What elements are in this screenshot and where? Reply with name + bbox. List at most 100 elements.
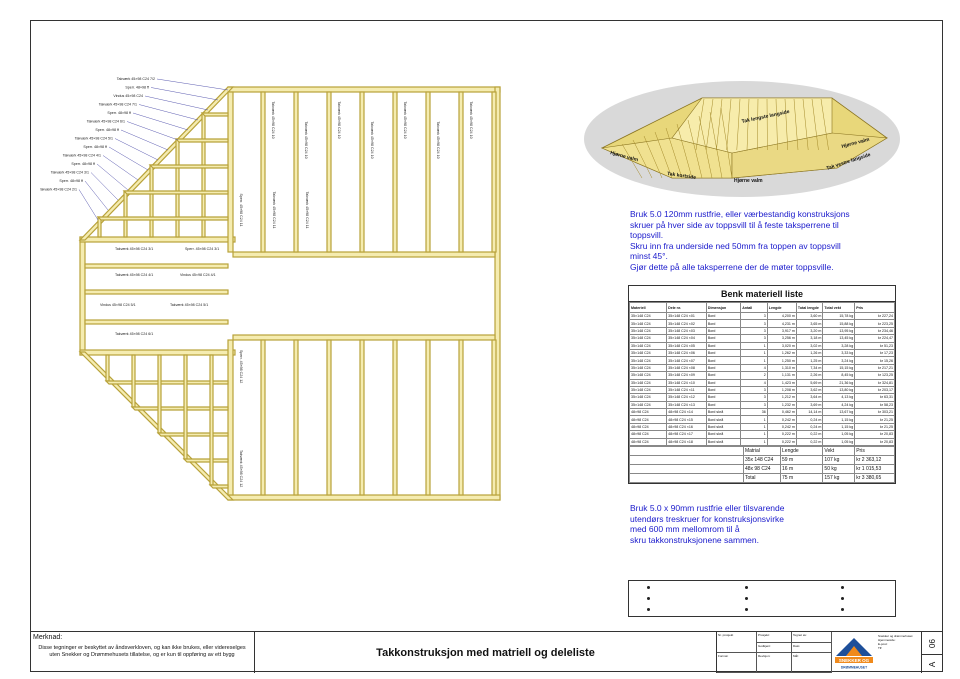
material-cell: 48×98 C24 ×18 [666,437,707,447]
summary-cell: Total [742,473,782,484]
material-cell: 3,69 m [795,400,824,410]
material-cell: 7,34 m [795,363,824,373]
vertical-rafter [491,339,497,496]
material-cell: 13,45 kg [822,334,856,343]
material-cell: 2,26 m [795,371,824,380]
material-cell: kr 63,31 [854,393,895,402]
jack-rafter [148,164,229,169]
material-cell: 1,208 m [766,385,797,395]
render-slat [654,131,673,179]
label-leader-line [108,146,149,171]
jack-rafter [131,354,136,408]
render-slat [775,98,778,151]
material-cell: 21,36 kg [822,378,856,387]
sheet-number: 06 [928,638,937,648]
material-cell: 35×148 C24 ×08 [666,363,707,373]
company-info: Snekker og drømmehuset Hjemmeside: E-pos… [876,632,922,673]
summary-cell: 157 kg [822,473,856,484]
material-cell: 1,262 m [766,348,797,358]
left-bottom-plate [79,349,236,356]
material-header-cell: Pris [854,302,895,313]
render-slat [802,98,809,151]
material-cell: 0,222 m [766,430,797,439]
material-cell: kr 217,21 [854,363,895,373]
material-cell: 48×98 C24 ×17 [666,430,707,439]
summary-header-cell: Matrial [742,446,782,457]
render-slat [756,98,759,151]
screw-dot [841,608,844,611]
material-cell: Bord [705,319,742,328]
material-cell: kr 15,26 [854,356,895,365]
timber-label: Takværk 45×98 C24 10 [304,121,308,158]
timber-label: Takværk 45×98 C24 7/1 [99,103,137,107]
material-cell: Bord [705,311,742,321]
sheet-number-cell: 06 [922,632,943,654]
timber-label: Takværk 45×98 C24 10 [403,101,407,138]
timber-label: Sperr. 48×98 ff [59,179,83,183]
material-cell: 0,222 m [766,437,797,447]
material-cell: 1 [740,430,768,439]
material-cell: 0,462 m [766,408,797,417]
info-cell: Dato: [792,643,832,653]
vertical-rafter [293,339,299,496]
vertical-rafter [425,91,431,253]
render-slat [695,98,705,151]
material-cell: 4 [740,363,768,373]
note-line: Gjør dette på alle taksperrene der de mø… [630,261,834,272]
material-cell: kr 21,25 [854,415,895,424]
material-cell: 1,131 m [766,371,797,380]
material-cell: Bord [705,363,742,373]
jack-rafter [183,354,188,460]
summary-spacer [629,446,744,457]
vertical-rafter [458,339,464,496]
horizontal-rafter [84,289,229,295]
material-cell: 1,423 m [766,378,797,387]
material-list-title: Benk materiell liste [629,286,895,302]
material-cell: Bord skrå [705,437,742,447]
timber-label: Vindus 45×98 C24 5/1 [100,303,136,307]
note-line: skru takkonstruksjonene sammen. [630,534,759,545]
jack-rafter [200,112,229,117]
material-cell: 4,13 kg [822,393,856,402]
label-leader-line [96,163,129,191]
timber-label: Takværk 45×98 C24 10 [436,121,440,158]
screw-dot [745,586,748,589]
material-cell: 35×148 C24 ×03 [666,326,707,336]
material-cell: 3,02 m [795,341,824,350]
top-wall-plate [227,86,501,93]
summary-header-cell: Pris [854,446,895,457]
material-cell: 3,020 m [766,341,797,350]
material-cell: Bord [705,378,742,387]
vertical-rafter [458,91,464,253]
material-cell: 1,05 kg [822,430,856,439]
material-cell: 35×148 C24 [628,393,668,402]
material-cell: 35×148 C24 ×02 [666,319,707,328]
render-roof [600,97,888,179]
material-cell: 3 [740,334,768,343]
render-slat [665,127,683,179]
jack-rafter [208,484,229,489]
material-cell: 35×148 C24 [628,400,668,410]
company-line: Tlf: [878,646,883,650]
material-header-cell: Lengde [766,302,797,313]
screw-dot [841,597,844,600]
material-cell: 3 [740,319,768,328]
timber-label: Sperr. 48×98 ff [71,162,95,166]
material-cell: 35×148 C24 [628,348,668,358]
material-cell: 1 [740,422,768,432]
material-cell: 15,78 kg [822,311,856,321]
screw-dot [647,586,650,589]
logo-subtext: DRØMMEHUSET [841,666,867,670]
material-cell: 2 [740,371,768,380]
label-leader-line [114,138,159,161]
render-slat [820,98,829,151]
material-header-cell: Dimensjon [705,302,742,313]
bottom-wall-plate [227,494,501,501]
render-slat [698,115,713,179]
